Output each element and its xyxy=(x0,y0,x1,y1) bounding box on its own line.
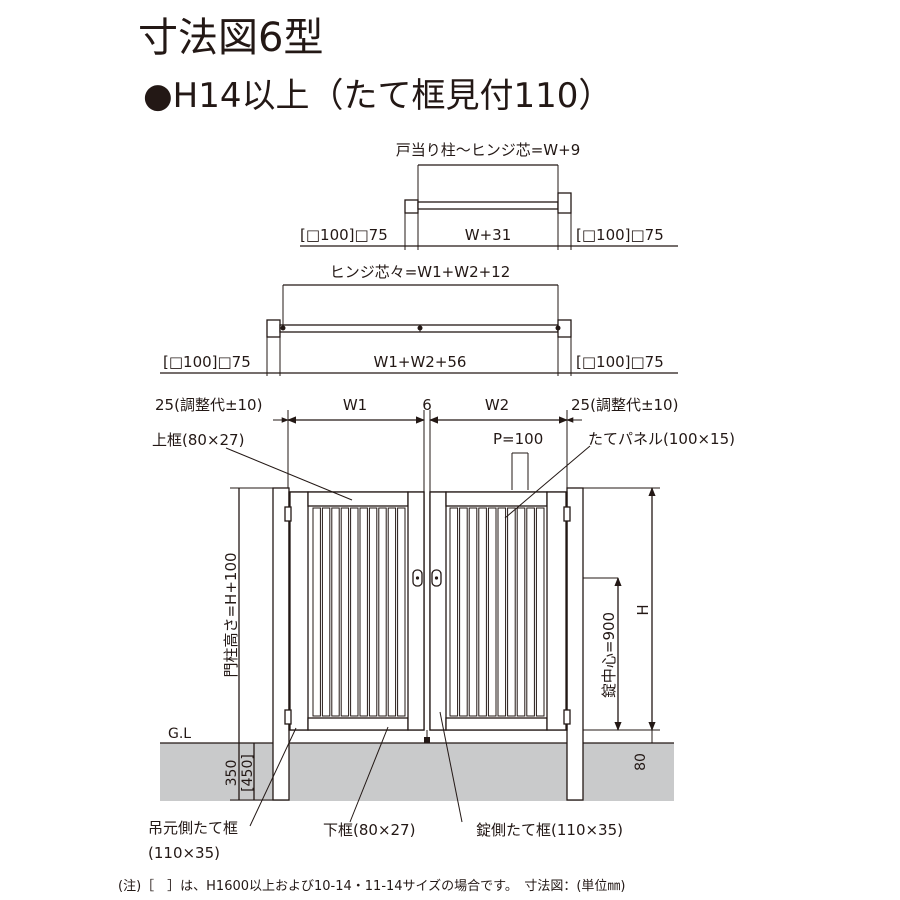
vertical-slat xyxy=(497,507,507,717)
drop-bolt-icon xyxy=(424,737,430,743)
hinge-stile-left xyxy=(289,491,309,731)
bottom-frame-label: 下框(80×27) xyxy=(323,821,415,839)
vertical-slat xyxy=(449,507,459,717)
w1-label: W1 xyxy=(343,396,367,414)
width-label: W+31 xyxy=(465,226,512,244)
vertical-slat xyxy=(478,507,487,717)
bottom-frame-leader xyxy=(349,726,389,823)
hinge-icon xyxy=(284,506,292,522)
hinge-icon xyxy=(563,506,571,522)
lock-stile-left xyxy=(407,491,425,731)
post-left-label: [□100]□75 xyxy=(163,353,251,371)
post-right-label: [□100]□75 xyxy=(576,353,664,371)
width-label: W1+W2+56 xyxy=(374,353,467,371)
stop-post xyxy=(404,199,419,214)
vertical-slat xyxy=(526,507,535,717)
vertical-slat xyxy=(516,507,526,717)
height-label: H xyxy=(634,604,652,615)
gap-label: 6 xyxy=(422,396,432,414)
top-view-single: 戸当り柱～ヒンジ芯=W+9 [□100]□75 W+31 [□100]□75 xyxy=(300,141,678,250)
vertical-slat xyxy=(312,507,321,717)
page-title: 寸法図6型 xyxy=(138,15,324,61)
w2-label: W2 xyxy=(485,396,509,414)
hinge-pin-icon xyxy=(280,325,286,331)
hinge-icon xyxy=(284,709,292,725)
handle-right-dot xyxy=(434,576,439,580)
hinge-pin-icon xyxy=(555,325,561,331)
vertical-slat xyxy=(321,507,331,717)
adjust-right-label: 25(調整代±10) xyxy=(571,396,678,414)
lock-stile-label: 錠側たて框(110×35) xyxy=(476,821,623,839)
hinge-post-left xyxy=(266,319,281,338)
post-left xyxy=(272,487,290,801)
bottom-frame-left xyxy=(307,717,409,731)
post-right xyxy=(566,487,584,801)
post-right-label: [□100]□75 xyxy=(576,226,664,244)
front-view: G.L 25(調整代±10) W1 6 W2 25(調整代±10) P=100 xyxy=(148,396,735,862)
hinge-stile-label-2: (110×35) xyxy=(148,844,220,862)
lock-stile-leader xyxy=(439,711,463,823)
handle-left-dot xyxy=(415,576,420,580)
hinge-post xyxy=(557,192,572,214)
span-label: ヒンジ芯々=W1+W2+12 xyxy=(330,263,511,281)
ground-section xyxy=(160,743,674,801)
vertical-slat xyxy=(340,507,350,717)
gate-leaf-plan xyxy=(417,201,559,210)
post-left-label: [□100]□75 xyxy=(300,226,388,244)
lock-center-label: 錠中心=900 xyxy=(600,612,618,698)
vertical-slat xyxy=(359,507,368,717)
top-view-double: ヒンジ芯々=W1+W2+12 [□100]□75 W1+W2+56 [□100]… xyxy=(160,263,678,376)
top-frame-left xyxy=(307,491,409,507)
ground-line-label: G.L xyxy=(168,726,191,742)
span-label: 戸当り柱～ヒンジ芯=W+9 xyxy=(396,141,581,159)
vertical-slat xyxy=(331,507,340,717)
page-subtitle: ●H14以上（たて框見付110） xyxy=(143,76,613,116)
slats-left xyxy=(312,507,406,717)
vertical-panel-label: たてパネル(100×15) xyxy=(588,430,735,448)
clearance-80-label: 80 xyxy=(633,753,649,771)
vertical-slat xyxy=(387,507,397,717)
top-frame-label: 上框(80×27) xyxy=(152,431,244,449)
pitch-label: P=100 xyxy=(493,430,543,448)
bottom-frame-right xyxy=(445,717,548,731)
post-height-label: 門柱高さ=H+100 xyxy=(222,552,240,677)
hinge-stile-leader xyxy=(249,727,297,827)
vertical-slat xyxy=(368,507,378,717)
top-frame-leader xyxy=(225,447,353,501)
vertical-slat xyxy=(350,507,359,717)
vertical-slat xyxy=(378,507,387,717)
adjust-left-label: 25(調整代±10) xyxy=(155,396,262,414)
footnote: (注)［ ］は、H1600以上および10-14・11-14サイズの場合です。 寸… xyxy=(118,878,626,894)
vertical-slat xyxy=(397,507,406,717)
top-frame-right xyxy=(445,491,548,507)
embed-450-label: [450] xyxy=(240,754,256,792)
embed-350-label: 350 xyxy=(224,760,240,787)
hinge-icon xyxy=(563,709,571,725)
lock-stile-right xyxy=(429,491,447,731)
center-pin-icon xyxy=(417,325,423,331)
vertical-slat xyxy=(459,507,468,717)
hinge-stile-label-1: 吊元側たて框 xyxy=(148,819,238,837)
vertical-slat xyxy=(507,507,516,717)
vertical-slat xyxy=(468,507,478,717)
vertical-slat xyxy=(535,507,545,717)
vertical-panel-leader xyxy=(504,445,591,519)
hinge-stile-right xyxy=(546,491,567,731)
slats-right xyxy=(449,507,545,717)
vertical-slat xyxy=(487,507,497,717)
